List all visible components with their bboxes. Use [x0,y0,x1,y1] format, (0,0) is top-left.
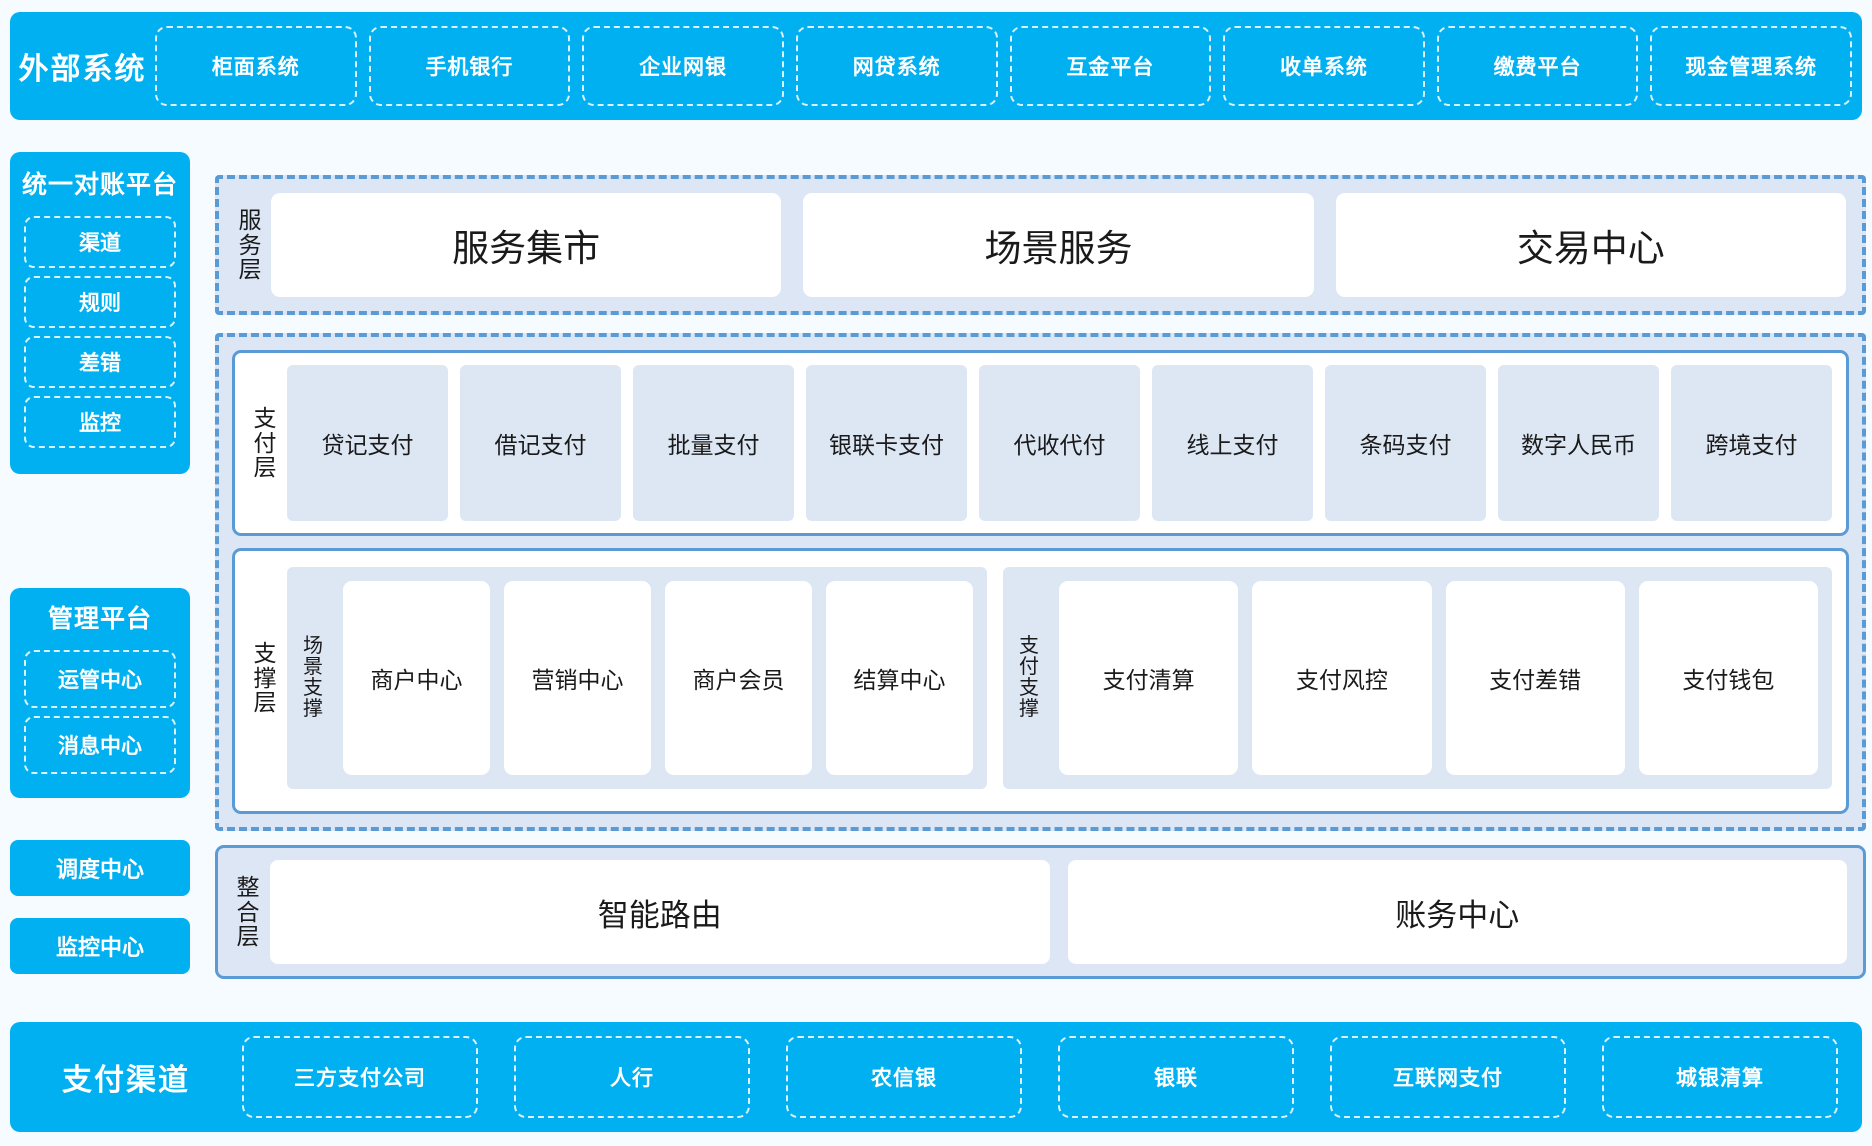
external-systems-items: 柜面系统 手机银行 企业网银 网贷系统 互金平台 收单系统 缴费平台 现金管理系… [155,12,1862,120]
external-system-chip[interactable]: 柜面系统 [155,26,357,106]
payment-card-credit[interactable]: 贷记支付 [287,365,448,521]
service-layer-label: 服务层 [238,207,262,283]
payment-card-barcode[interactable]: 条码支付 [1325,365,1486,521]
sidebar-item-error[interactable]: 差错 [24,336,176,388]
payment-card-batch[interactable]: 批量支付 [633,365,794,521]
external-system-chip[interactable]: 互金平台 [1009,26,1212,106]
support-card-payment-clearing[interactable]: 支付清算 [1059,581,1239,775]
payment-channel-chip[interactable]: 互联网支付 [1330,1036,1566,1118]
payment-channel-chip[interactable]: 银联 [1058,1036,1294,1118]
payment-layer-items: 贷记支付 借记支付 批量支付 银联卡支付 代收代付 线上支付 条码支付 数字人民… [287,365,1832,521]
service-layer-items: 服务集市 场景服务 交易中心 [271,193,1846,297]
external-system-chip[interactable]: 现金管理系统 [1650,26,1852,106]
payment-channel-chip[interactable]: 三方支付公司 [242,1036,478,1118]
core-layers-container: 支付层 贷记支付 借记支付 批量支付 银联卡支付 代收代付 线上支付 条码支付 … [215,333,1866,831]
reconciliation-platform-title: 统一对账平台 [22,171,179,199]
sidebar-item-message-center[interactable]: 消息中心 [24,716,176,774]
sidebar-item-monitoring-center[interactable]: 监控中心 [10,918,190,974]
reconciliation-platform-card: 统一对账平台 渠道 规则 差错 监控 [10,152,190,474]
sidebar-item-monitor[interactable]: 监控 [24,396,176,448]
payment-channel-chip[interactable]: 农信银 [786,1036,1022,1118]
service-card-scenario[interactable]: 场景服务 [803,193,1314,297]
support-group-payment-label: 支付支撑 [1019,634,1039,721]
support-card-payment-error[interactable]: 支付差错 [1445,581,1625,775]
support-card-settlement-center[interactable]: 结算中心 [826,581,973,775]
integration-card-accounting-center[interactable]: 账务中心 [1067,860,1847,964]
service-card-marketplace[interactable]: 服务集市 [271,193,782,297]
payment-channel-chip[interactable]: 人行 [514,1036,750,1118]
sidebar-item-operations-center[interactable]: 运管中心 [24,650,176,708]
external-system-chip[interactable]: 网贷系统 [795,26,998,106]
support-layer-groups: 场景支撑 商户中心 营销中心 商户会员 结算中心 支付支撑 支付清算 支付风控 … [287,567,1832,789]
support-card-merchant-center[interactable]: 商户中心 [343,581,490,775]
payment-card-unionpay[interactable]: 银联卡支付 [806,365,967,521]
payment-card-online[interactable]: 线上支付 [1152,365,1313,521]
support-card-payment-wallet[interactable]: 支付钱包 [1638,581,1818,775]
support-card-marketing-center[interactable]: 营销中心 [504,581,651,775]
service-card-transaction[interactable]: 交易中心 [1335,193,1846,297]
management-platform-card: 管理平台 运管中心 消息中心 [10,588,190,798]
external-systems-title: 外部系统 [18,53,147,86]
support-layer-label: 支撑层 [253,640,277,716]
payment-channel-chip[interactable]: 城银清算 [1602,1036,1838,1118]
integration-layer-container: 整合层 智能路由 账务中心 [215,845,1866,979]
sidebar-item-scheduling-center[interactable]: 调度中心 [10,840,190,896]
support-group-scenario: 场景支撑 商户中心 营销中心 商户会员 结算中心 [287,567,987,789]
payment-card-debit[interactable]: 借记支付 [460,365,621,521]
external-system-chip[interactable]: 手机银行 [368,26,571,106]
payment-card-cross-border[interactable]: 跨境支付 [1671,365,1832,521]
external-system-chip[interactable]: 缴费平台 [1436,26,1639,106]
management-platform-title: 管理平台 [47,605,152,633]
support-group-payment: 支付支撑 支付清算 支付风控 支付差错 支付钱包 [1003,567,1832,789]
payment-card-collection[interactable]: 代收代付 [979,365,1140,521]
payment-card-digital-rmb[interactable]: 数字人民币 [1498,365,1659,521]
payment-channels-title: 支付渠道 [62,1064,190,1097]
sidebar-item-rule[interactable]: 规则 [24,276,176,328]
sidebar-item-channel[interactable]: 渠道 [24,216,176,268]
integration-card-smart-routing[interactable]: 智能路由 [270,860,1050,964]
external-system-chip[interactable]: 企业网银 [582,26,784,106]
payment-channels-bar: 支付渠道 三方支付公司 人行 农信银 银联 互联网支付 城银清算 [10,1022,1862,1132]
support-card-merchant-member[interactable]: 商户会员 [665,581,812,775]
service-layer-container: 服务层 服务集市 场景服务 交易中心 [215,175,1866,315]
external-system-chip[interactable]: 收单系统 [1223,26,1425,106]
support-group-scenario-label: 场景支撑 [303,634,323,721]
payment-layer-panel: 支付层 贷记支付 借记支付 批量支付 银联卡支付 代收代付 线上支付 条码支付 … [232,350,1849,536]
integration-layer-label: 整合层 [236,874,260,950]
support-card-payment-risk[interactable]: 支付风控 [1252,581,1432,775]
support-layer-panel: 支撑层 场景支撑 商户中心 营销中心 商户会员 结算中心 支付支撑 支付清算 [232,548,1849,814]
payment-channels-items: 三方支付公司 人行 农信银 银联 互联网支付 城银清算 [242,1022,1862,1132]
payment-layer-label: 支付层 [253,405,277,481]
integration-layer-items: 智能路由 账务中心 [270,860,1847,964]
external-systems-bar: 外部系统 柜面系统 手机银行 企业网银 网贷系统 互金平台 收单系统 缴费平台 … [10,12,1862,120]
